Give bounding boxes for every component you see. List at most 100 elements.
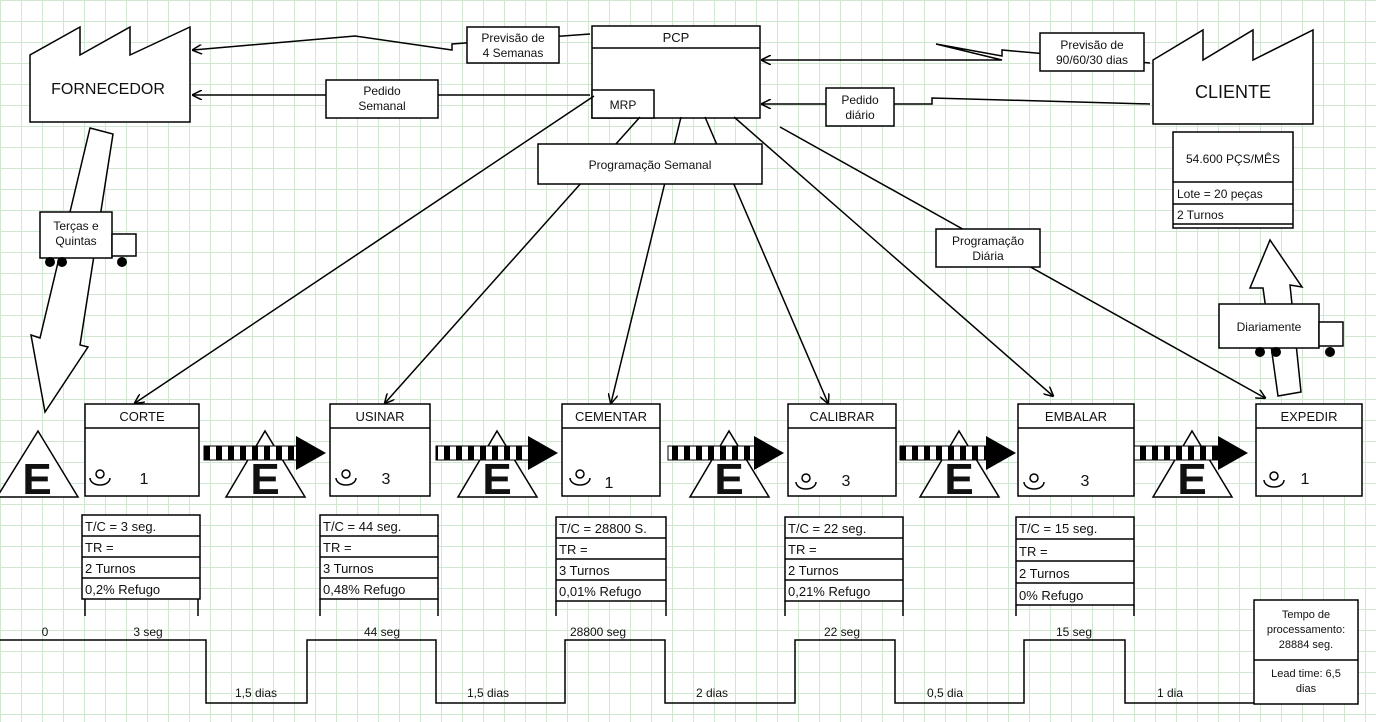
- svg-text:Diária: Diária: [972, 249, 1004, 263]
- svg-text:TR =: TR =: [323, 540, 352, 555]
- svg-text:T/C = 15 seg.: T/C = 15 seg.: [1019, 521, 1097, 536]
- operator-icon: [1263, 471, 1285, 488]
- svg-text:Semanal: Semanal: [358, 99, 405, 113]
- svg-text:Tempo de: Tempo de: [1282, 609, 1330, 621]
- svg-text:1: 1: [1301, 471, 1310, 488]
- process-corte: CORTE 1: [84, 403, 200, 497]
- process-cementar: CEMENTAR 1: [561, 403, 661, 497]
- supplier-factory: FORNECEDOR: [29, 25, 191, 123]
- inbound-truck: Terças e Quintas: [39, 211, 137, 267]
- svg-text:Quintas: Quintas: [55, 234, 96, 248]
- svg-text:Previsão de: Previsão de: [1060, 38, 1124, 52]
- svg-text:2 Turnos: 2 Turnos: [1019, 566, 1070, 581]
- daily-order-label: Pedido diário: [825, 87, 895, 127]
- svg-text:E: E: [250, 455, 279, 504]
- svg-text:54.600 PÇS/MÊS: 54.600 PÇS/MÊS: [1186, 151, 1280, 166]
- timeline-wait: 1,5 dias: [467, 686, 509, 700]
- svg-text:Lead time: 6,5: Lead time: 6,5: [1271, 668, 1341, 680]
- svg-text:T/C = 22 seg.: T/C = 22 seg.: [788, 521, 866, 536]
- svg-text:CEMENTAR: CEMENTAR: [575, 409, 647, 424]
- data-box-calibrar: T/C = 22 seg. TR = 2 Turnos 0,21% Refugo: [784, 516, 904, 616]
- svg-text:2 Turnos: 2 Turnos: [85, 561, 136, 576]
- svg-text:T/C = 44 seg.: T/C = 44 seg.: [323, 519, 401, 534]
- forecast-customer-label: Previsão de 90/60/30 dias: [1039, 32, 1145, 72]
- svg-text:TR =: TR =: [788, 542, 817, 557]
- svg-text:TR =: TR =: [1019, 544, 1048, 559]
- svg-text:4 Semanas: 4 Semanas: [483, 46, 544, 60]
- inventory-triangle: E: [688, 429, 771, 504]
- timeline-cycle-time: 44 seg: [364, 625, 400, 639]
- svg-text:Pedido: Pedido: [363, 84, 401, 98]
- lead-time-summary: Tempo de processamento: 28884 seg. Lead …: [1253, 599, 1359, 705]
- operator-icon: [89, 469, 111, 486]
- data-box-corte: T/C = 3 seg. TR = 2 Turnos 0,2% Refugo: [81, 514, 201, 616]
- svg-text:T/C = 28800 S.: T/C = 28800 S.: [559, 521, 647, 536]
- process-expedir: EXPEDIR 1: [1255, 403, 1363, 497]
- timeline-cycle-time: 22 seg: [824, 625, 860, 639]
- svg-text:1: 1: [140, 471, 149, 488]
- inventory-triangle: E: [0, 429, 80, 504]
- svg-text:3: 3: [842, 473, 851, 490]
- svg-text:E: E: [482, 455, 511, 504]
- svg-text:0,01% Refugo: 0,01% Refugo: [559, 584, 641, 599]
- forecast-supplier-label: Previsão de 4 Semanas: [466, 26, 560, 64]
- svg-text:dias: dias: [1296, 683, 1317, 695]
- svg-text:0,48% Refugo: 0,48% Refugo: [323, 582, 405, 597]
- svg-text:Programação: Programação: [952, 234, 1024, 248]
- push-arrow: [1131, 436, 1248, 470]
- svg-text:CALIBRAR: CALIBRAR: [809, 409, 874, 424]
- svg-text:TR =: TR =: [559, 542, 588, 557]
- operator-icon: [1023, 473, 1045, 490]
- timeline-cycle-time: 28800 seg: [570, 625, 626, 639]
- timeline-wait: 0,5 dia: [927, 686, 963, 700]
- svg-text:Pedido: Pedido: [841, 93, 879, 107]
- inventory-triangle: E: [918, 429, 1001, 504]
- svg-text:3 Turnos: 3 Turnos: [323, 561, 374, 576]
- svg-text:TR =: TR =: [85, 540, 114, 555]
- timeline-wait: 1 dia: [1157, 686, 1183, 700]
- svg-text:Previsão de: Previsão de: [481, 31, 545, 45]
- inventory-triangle: E: [1151, 429, 1234, 504]
- operator-icon: [569, 469, 591, 486]
- inventory-triangle: E: [456, 429, 539, 504]
- pcp-title: PCP: [663, 30, 690, 45]
- daily-schedule-label: Programação Diária: [935, 228, 1041, 268]
- svg-text:E: E: [22, 455, 51, 504]
- svg-text:diário: diário: [845, 108, 875, 122]
- weekly-order-label: Pedido Semanal: [325, 79, 439, 119]
- svg-text:0,2% Refugo: 0,2% Refugo: [85, 582, 160, 597]
- timeline-wait: 2 dias: [696, 686, 728, 700]
- svg-text:E: E: [714, 455, 743, 504]
- svg-text:3: 3: [382, 471, 391, 488]
- svg-text:Terças e: Terças e: [53, 219, 99, 233]
- process-calibrar: CALIBRAR 3: [787, 403, 897, 497]
- data-box-embalar: T/C = 15 seg. TR = 2 Turnos 0% Refugo: [1015, 516, 1135, 616]
- timeline-start: 0: [42, 625, 49, 639]
- svg-text:EMBALAR: EMBALAR: [1045, 409, 1107, 424]
- process-embalar: EMBALAR 3: [1017, 403, 1135, 497]
- inbound-shipment-arrow: [30, 127, 114, 414]
- svg-text:28884 seg.: 28884 seg.: [1279, 639, 1333, 651]
- svg-text:E: E: [944, 455, 973, 504]
- svg-text:E: E: [1177, 455, 1206, 504]
- svg-text:USINAR: USINAR: [355, 409, 404, 424]
- weekly-schedule-label: Programação Semanal: [537, 143, 763, 185]
- customer-data-box: 54.600 PÇS/MÊS Lote = 20 peças 2 Turnos: [1172, 131, 1294, 229]
- svg-text:Diariamente: Diariamente: [1237, 320, 1302, 334]
- pcp-box: PCP MRP: [591, 25, 761, 119]
- mrp-label: MRP: [610, 98, 637, 112]
- svg-text:3 Turnos: 3 Turnos: [559, 563, 610, 578]
- push-arrow: [667, 436, 784, 470]
- svg-text:3: 3: [1081, 473, 1090, 490]
- outbound-truck: Diariamente: [1218, 303, 1344, 357]
- customer-factory: CLIENTE: [1152, 28, 1314, 125]
- timeline-wait: 1,5 dias: [235, 686, 277, 700]
- data-box-usinar: T/C = 44 seg. TR = 3 Turnos 0,48% Refugo: [319, 514, 439, 616]
- data-box-cementar: T/C = 28800 S. TR = 3 Turnos 0,01% Refug…: [555, 516, 667, 616]
- push-arrow: [203, 436, 326, 470]
- supplier-name: FORNECEDOR: [51, 81, 165, 98]
- svg-text:0,21% Refugo: 0,21% Refugo: [788, 584, 870, 599]
- operator-icon: [795, 473, 817, 490]
- timeline: 0 3 seg 44 seg 28800 seg 22 seg 15 seg 1…: [0, 625, 1254, 704]
